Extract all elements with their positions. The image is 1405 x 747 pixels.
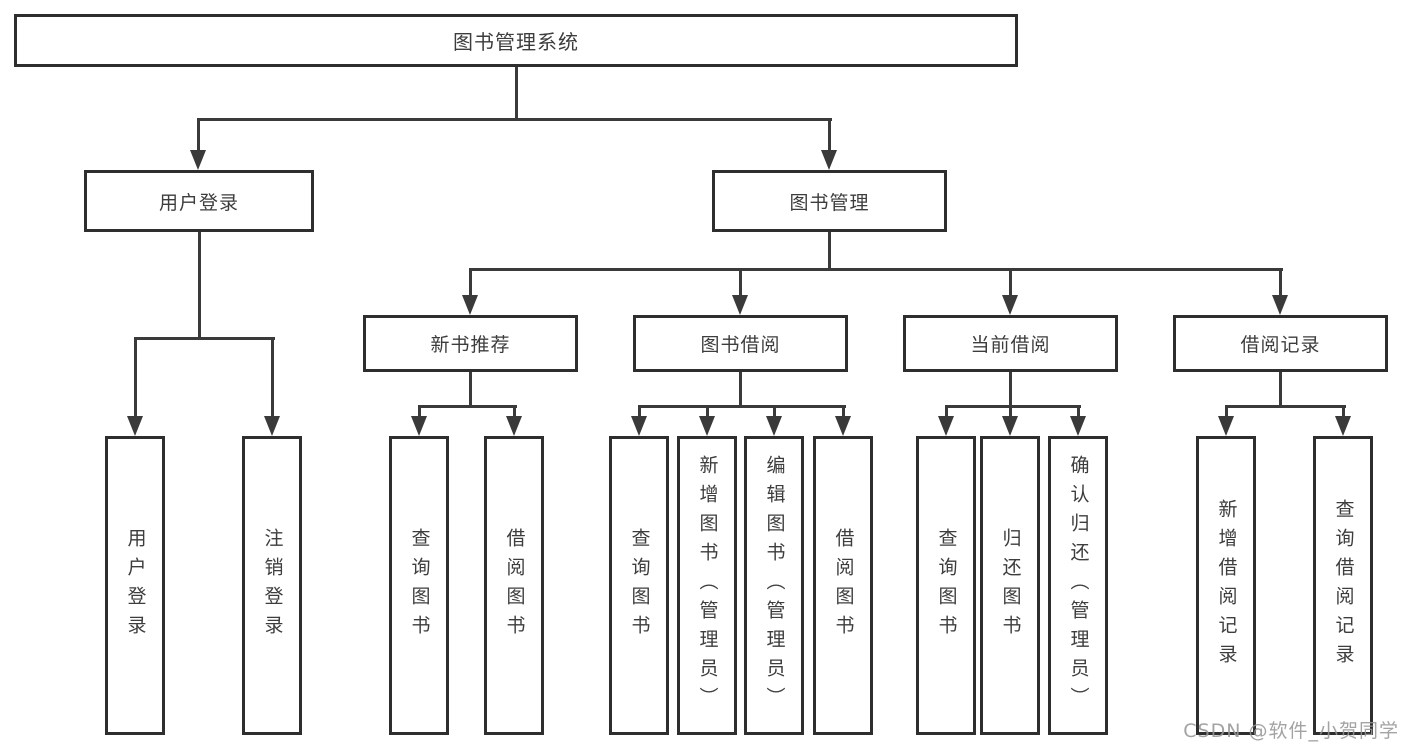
arrowhead-down-icon bbox=[732, 295, 748, 315]
arrowhead-down-icon bbox=[190, 150, 206, 170]
leaf-label: 注销登录 bbox=[261, 527, 284, 644]
node-current-borrowing: 当前借阅 bbox=[903, 315, 1118, 372]
arrowhead-down-icon bbox=[1218, 416, 1234, 436]
connector-drop bbox=[738, 268, 742, 305]
connector-bus bbox=[639, 405, 846, 408]
arrowhead-down-icon bbox=[506, 416, 522, 436]
connector-bus bbox=[198, 118, 832, 121]
arrowhead-down-icon bbox=[1335, 416, 1351, 436]
connector-drop bbox=[637, 405, 641, 426]
node-leaf-user-login: 用户登录 bbox=[105, 436, 165, 735]
connector-drop bbox=[417, 405, 421, 426]
connector-bus bbox=[135, 337, 275, 340]
node-leaf-records-query-record: 查询借阅记录 bbox=[1313, 436, 1373, 735]
connector-drop bbox=[1224, 405, 1228, 426]
arrowhead-down-icon bbox=[766, 416, 782, 436]
connector-bus bbox=[1226, 405, 1346, 408]
node-book-borrowing-label: 图书借阅 bbox=[700, 334, 781, 356]
node-leaf-records-add-record: 新增借阅记录 bbox=[1196, 436, 1256, 735]
leaf-label: 查询图书 bbox=[935, 527, 958, 644]
arrowhead-down-icon bbox=[264, 416, 280, 436]
node-leaf-borrow-query-books: 查询图书 bbox=[609, 436, 669, 735]
connector-stub bbox=[468, 372, 472, 407]
arrowhead-down-icon bbox=[1002, 416, 1018, 436]
node-leaf-current-query-books: 查询图书 bbox=[916, 436, 976, 735]
leaf-label: 确认归还（管理员） bbox=[1067, 455, 1090, 716]
connector-drop bbox=[1341, 405, 1345, 426]
arrowhead-down-icon bbox=[1070, 416, 1086, 436]
connector-drop bbox=[468, 268, 472, 305]
node-leaf-borrow-borrow-books: 借阅图书 bbox=[813, 436, 873, 735]
node-leaf-borrow-add-books-admin: 新增图书（管理员） bbox=[677, 436, 737, 735]
node-book-management-label: 图书管理 bbox=[789, 191, 870, 214]
connector-stub bbox=[738, 372, 742, 407]
connector-stub bbox=[827, 232, 831, 270]
connector-drop bbox=[1008, 405, 1012, 426]
arrowhead-down-icon bbox=[411, 416, 427, 436]
node-root: 图书管理系统 bbox=[14, 14, 1018, 67]
node-leaf-newrec-query-books: 查询图书 bbox=[389, 436, 449, 735]
connector-drop bbox=[827, 118, 831, 160]
arrowhead-down-icon bbox=[835, 416, 851, 436]
node-user-login-label: 用户登录 bbox=[158, 191, 239, 214]
connector-drop bbox=[772, 405, 776, 426]
node-borrowing-records-label: 借阅记录 bbox=[1240, 334, 1321, 356]
node-book-management: 图书管理 bbox=[712, 170, 947, 232]
arrowhead-down-icon bbox=[1002, 295, 1018, 315]
leaf-label: 查询借阅记录 bbox=[1332, 498, 1355, 673]
connector-bus bbox=[419, 405, 517, 408]
arrowhead-down-icon bbox=[938, 416, 954, 436]
connector-drop bbox=[1278, 268, 1282, 305]
leaf-label: 新增借阅记录 bbox=[1215, 498, 1238, 673]
connector-drop bbox=[270, 337, 274, 426]
connector-drop bbox=[705, 405, 709, 426]
node-book-borrowing: 图书借阅 bbox=[633, 315, 848, 372]
arrowhead-down-icon bbox=[1272, 295, 1288, 315]
node-new-book-recommend: 新书推荐 bbox=[363, 315, 578, 372]
leaf-label: 借阅图书 bbox=[503, 527, 526, 644]
connector-drop bbox=[512, 405, 516, 426]
connector-drop bbox=[133, 337, 137, 426]
node-user-login: 用户登录 bbox=[84, 170, 314, 232]
connector-bus bbox=[946, 405, 1081, 408]
node-leaf-current-confirm-return-admin: 确认归还（管理员） bbox=[1048, 436, 1108, 735]
leaf-label: 查询图书 bbox=[628, 527, 651, 644]
connector-stub bbox=[197, 232, 201, 339]
connector-stub bbox=[514, 67, 518, 120]
arrowhead-down-icon bbox=[127, 416, 143, 436]
node-leaf-newrec-borrow-books: 借阅图书 bbox=[484, 436, 544, 735]
connector-stub bbox=[1278, 372, 1282, 407]
leaf-label: 编辑图书（管理员） bbox=[763, 455, 786, 716]
csdn-watermark: CSDN @软件_小贺同学 bbox=[1183, 720, 1399, 742]
connector-stub bbox=[1008, 372, 1012, 407]
node-root-label: 图书管理系统 bbox=[453, 30, 579, 54]
node-new-book-recommend-label: 新书推荐 bbox=[430, 334, 511, 356]
connector-drop bbox=[1076, 405, 1080, 426]
node-current-borrowing-label: 当前借阅 bbox=[970, 334, 1051, 356]
connector-drop bbox=[1008, 268, 1012, 305]
leaf-label: 新增图书（管理员） bbox=[696, 455, 719, 716]
leaf-label: 归还图书 bbox=[999, 527, 1022, 644]
node-leaf-current-return-books: 归还图书 bbox=[980, 436, 1040, 735]
arrowhead-down-icon bbox=[821, 150, 837, 170]
arrowhead-down-icon bbox=[462, 295, 478, 315]
leaf-label: 借阅图书 bbox=[832, 527, 855, 644]
node-leaf-borrow-edit-books-admin: 编辑图书（管理员） bbox=[744, 436, 804, 735]
arrowhead-down-icon bbox=[631, 416, 647, 436]
arrowhead-down-icon bbox=[699, 416, 715, 436]
connector-drop bbox=[841, 405, 845, 426]
node-leaf-logout: 注销登录 bbox=[242, 436, 302, 735]
leaf-label: 查询图书 bbox=[408, 527, 431, 644]
connector-drop bbox=[196, 118, 200, 160]
node-borrowing-records: 借阅记录 bbox=[1173, 315, 1388, 372]
connector-drop bbox=[944, 405, 948, 426]
leaf-label: 用户登录 bbox=[124, 527, 147, 644]
connector-bus bbox=[470, 268, 1283, 271]
